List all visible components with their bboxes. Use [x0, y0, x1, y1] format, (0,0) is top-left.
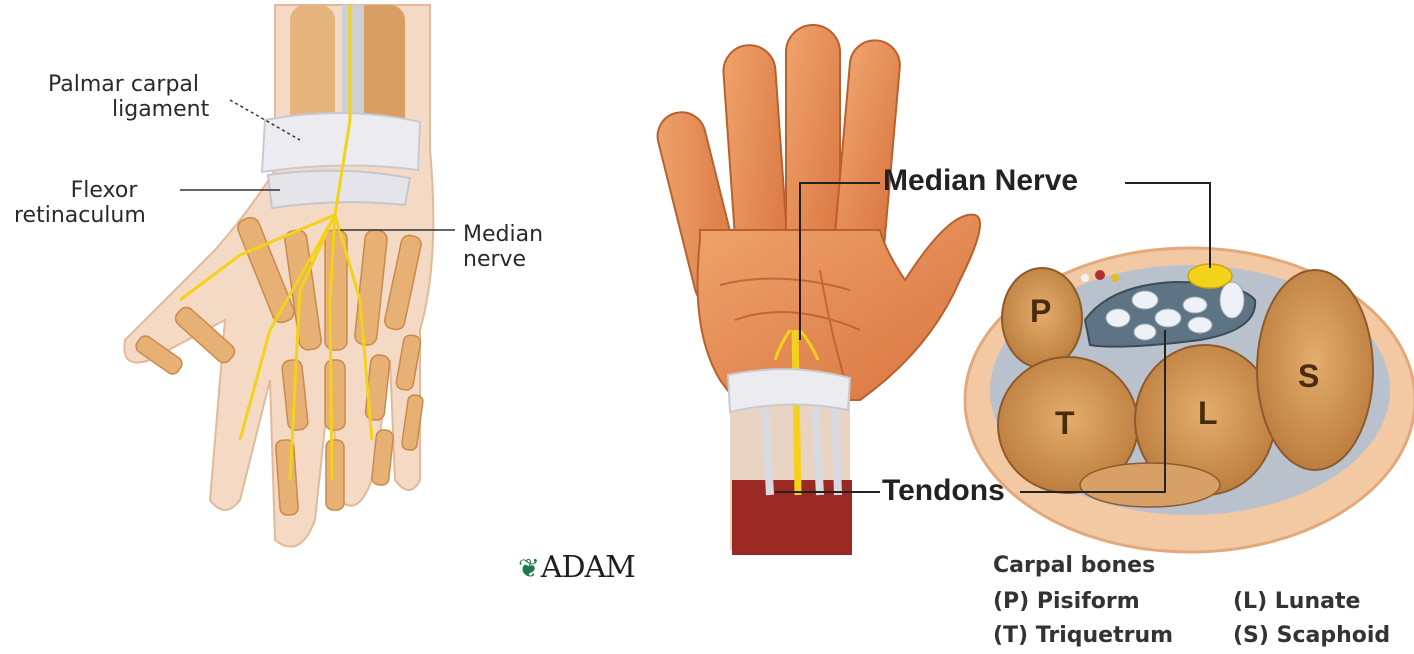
legend-item-pisiform: (P) Pisiform — [993, 589, 1140, 614]
legend-title: Carpal bones — [993, 553, 1155, 578]
palmar-carpal-ligament-line1: Palmar carpal — [48, 72, 209, 97]
adam-logo: ❦ADAM — [518, 550, 635, 585]
tendons-label: Tendons — [882, 474, 1005, 509]
bone-label-lunate: L — [1198, 395, 1218, 432]
palmar-carpal-ligament-label: Palmar carpal ligament — [48, 72, 209, 123]
flexor-retinaculum-label: Flexor retinaculum — [14, 178, 174, 229]
flexor-retinaculum-line2: retinaculum — [14, 203, 174, 228]
left-median-nerve-line1: Median — [463, 222, 543, 247]
left-median-nerve-label: Median nerve — [463, 222, 543, 273]
palmar-carpal-ligament-line2: ligament — [48, 97, 209, 122]
bone-label-triquetrum: T — [1055, 405, 1075, 442]
bone-label-pisiform: P — [1030, 293, 1051, 330]
legend-item-lunate: (L) Lunate — [1233, 589, 1360, 614]
legend-item-triquetrum: (T) Triquetrum — [993, 623, 1173, 648]
adam-leaf-icon: ❦ — [518, 554, 539, 584]
legend-item-scaphoid: (S) Scaphoid — [1233, 623, 1390, 648]
wrist-cross-section — [965, 183, 1414, 552]
bone-label-scaphoid: S — [1298, 358, 1319, 395]
median-nerve-label: Median Nerve — [883, 164, 1078, 199]
adam-logo-text: ADAM — [541, 550, 635, 585]
left-median-nerve-line2: nerve — [463, 247, 543, 272]
flexor-retinaculum-line1: Flexor — [14, 178, 174, 203]
